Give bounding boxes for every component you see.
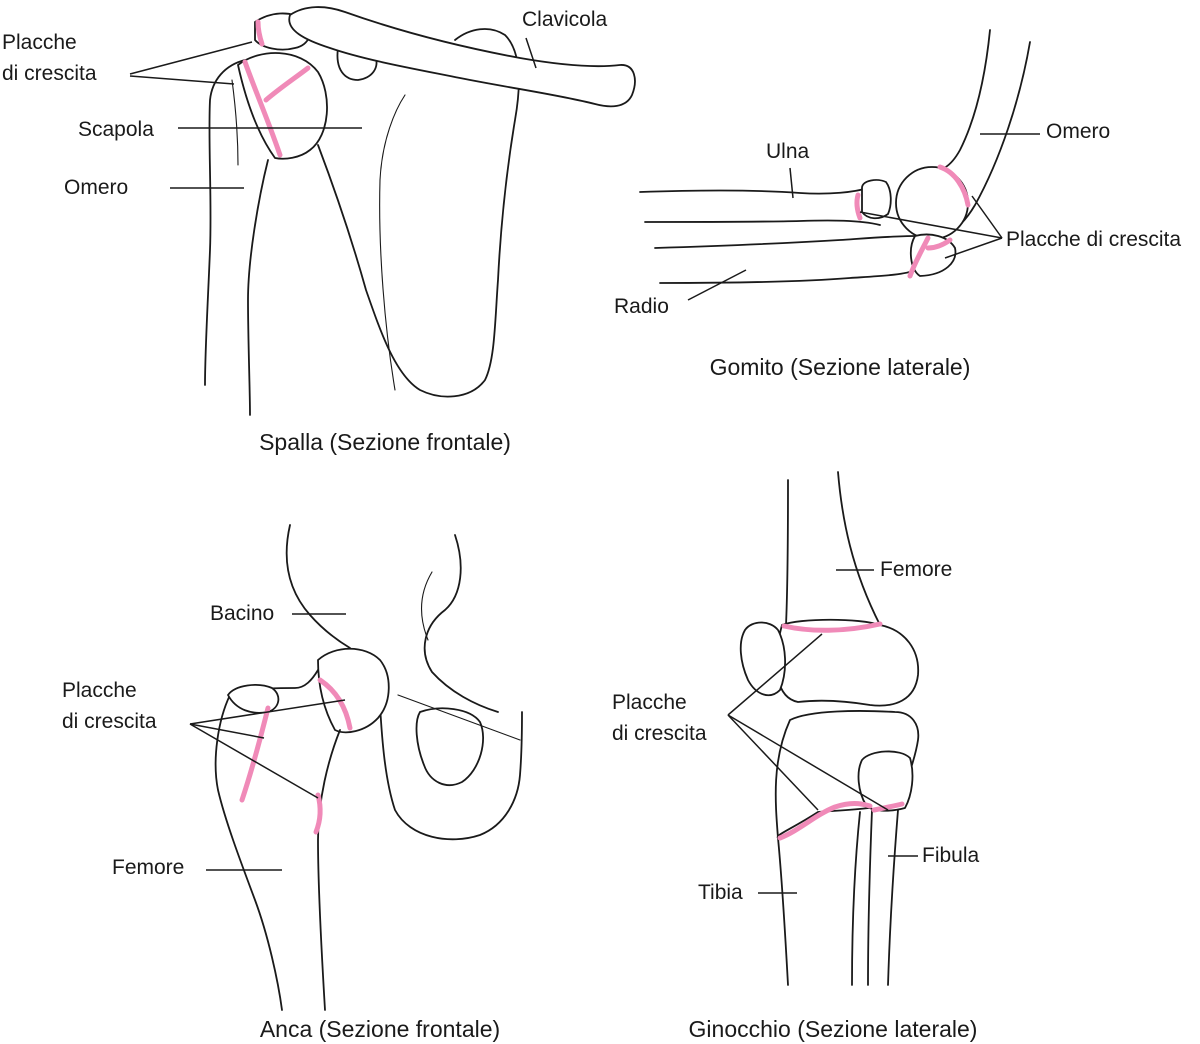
elbow-growth-plate-humerus [937,164,971,208]
shoulder-leader-plates-a [129,41,253,75]
knee-growth-plate-femur [781,621,883,633]
knee-growth-plate-tibia [777,801,873,841]
fibula-head [857,750,914,812]
shoulder-leader-plates-b [129,75,235,85]
knee-label-femur: Femore [880,558,952,581]
patella [739,621,786,697]
shoulder-growth-plate-head [242,59,283,158]
shoulder-leader-clavicle [525,37,537,69]
hip-panel: Bacino Placche di crescita Femore Anca (… [62,524,523,1042]
elbow-label-radius: Radio [614,295,669,318]
knee-femur-shaft [785,479,789,626]
knee-growth-plate-fibula [871,801,905,813]
pelvis-rim [397,694,521,741]
obturator-foramen [415,707,484,787]
scapula-spine [379,94,406,391]
knee-panel: Femore Placche di crescita Fibula Tibia … [612,471,980,1042]
elbow-panel: Omero Ulna Placche di crescita Radio Gom… [614,29,1181,380]
fibula-shaft-2 [887,809,899,986]
clavicle-bone [288,6,636,108]
pelvis-bone [285,524,351,649]
elbow-caption: Gomito (Sezione laterale) [710,354,971,380]
shoulder-label-growth-plates-line2: di crescita [2,62,97,85]
elbow-label-humerus: Omero [1046,120,1110,143]
pelvis-ischium [379,704,523,841]
ulna-bone [639,187,869,195]
radius-bone-lower [659,269,916,284]
olecranon [861,179,892,220]
hip-growth-plate-head [317,677,353,731]
knee-femur-shaft-2 [837,471,881,626]
pelvis-inner-curve [421,571,433,641]
tibia-shaft-2 [851,811,861,986]
shoulder-caption: Spalla (Sezione frontale) [259,429,511,455]
hip-femur-bone [214,694,283,1011]
hip-femur-bone-inner [317,729,341,1011]
pelvis-bone-outer [423,534,499,713]
shoulder-growth-plate-branch [263,65,311,103]
shoulder-label-humerus: Omero [64,176,128,199]
elbow-leader-plates-a [971,195,1003,239]
hip-growth-plate-trochanter [239,705,271,803]
elbow-label-growth-plates: Placche di crescita [1006,228,1181,251]
hip-label-femur: Femore [112,856,184,879]
shoulder-humerus-bone [204,59,246,386]
elbow-leader-plates-c [944,237,1003,259]
hip-leader-plates-a [189,699,346,725]
knee-leader-plates-b [727,714,819,811]
knee-label-tibia: Tibia [698,881,743,904]
shoulder-growth-plate-upper [255,19,265,47]
elbow-growth-plate-radius-b [925,237,953,251]
hip-label-growth-plates-line2: di crescita [62,710,157,733]
elbow-leader-radius [687,269,747,301]
elbow-label-ulna: Ulna [766,140,810,163]
tibia-shaft [777,837,789,986]
shoulder-panel: Placche di crescita Clavicola Scapola Om… [2,6,636,455]
knee-leader-plates-a [727,633,823,716]
knee-label-growth-plates-line2: di crescita [612,722,707,745]
elbow-humerus-shaft-back [929,29,991,172]
hip-label-growth-plates-line1: Placche [62,679,137,702]
shoulder-label-clavicle: Clavicola [522,8,608,31]
radius-bone [654,235,916,249]
hip-caption: Anca (Sezione frontale) [260,1016,500,1042]
ulna-bone-lower [644,219,881,226]
femoral-head [317,647,390,734]
elbow-leader-plates-b [859,211,1003,239]
hip-leader-plates-b [189,723,265,739]
knee-label-fibula: Fibula [922,844,980,867]
elbow-growth-plate-ulna [854,192,863,221]
hip-label-pelvis: Bacino [210,602,274,625]
scapula-bone [247,159,269,416]
fibula-shaft [867,809,873,986]
greater-trochanter [227,684,280,714]
elbow-leader-ulna [789,167,794,199]
hip-growth-plate-lesser [313,792,323,835]
shoulder-label-scapula: Scapola [78,118,154,141]
knee-leader-plates-c [727,714,889,811]
knee-caption: Ginocchio (Sezione laterale) [689,1016,978,1042]
elbow-growth-plate-radius [907,235,931,279]
shoulder-humerus-inner [231,79,239,166]
shoulder-label-growth-plates-line1: Placche [2,31,77,54]
humeral-head [237,52,328,160]
hip-leader-plates-c [189,723,319,799]
femoral-condyle [775,618,919,707]
knee-label-growth-plates-line1: Placche [612,691,687,714]
